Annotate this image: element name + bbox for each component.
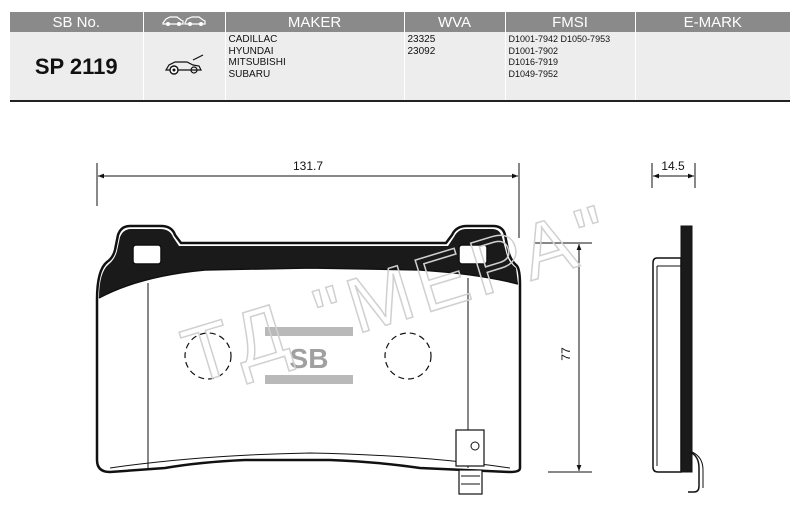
mounting-hole-right — [458, 244, 488, 265]
maker-item: HYUNDAI — [228, 45, 274, 57]
shim-band — [99, 229, 518, 298]
spec-table: SB No. MAKER WVA FMSI E-MARK SP 2119 — [10, 12, 790, 102]
wva-list: 23325 23092 — [404, 32, 506, 102]
fmsi-item: D1016-7919 — [508, 57, 559, 67]
car-front-axle-icon — [164, 54, 204, 75]
header-row: SB No. MAKER WVA FMSI E-MARK — [10, 12, 790, 32]
vehicle-cell — [143, 32, 226, 102]
header-fmsi: FMSI — [505, 12, 636, 32]
sb-logo: SB — [265, 327, 353, 384]
two-cars-icon — [162, 16, 206, 26]
wva-item: 23325 — [407, 34, 436, 45]
fmsi-item: D1001-7902 — [508, 45, 559, 56]
width-dimension: 131.7 — [96, 159, 520, 238]
maker-item: SUBARU — [228, 68, 271, 80]
emark-cell — [635, 32, 790, 102]
maker-item: MITSUBISHI — [228, 57, 286, 68]
height-dimension: 77 — [534, 242, 592, 473]
piston-circle-right — [384, 332, 432, 380]
header-vehicle — [143, 12, 226, 32]
table-row: SP 2119 CADILLAC HYUNDAI MITSUBISHI SUBA… — [10, 32, 790, 102]
mounting-hole-left — [132, 244, 162, 265]
sb-number: SP 2119 — [10, 32, 144, 102]
fmsi-list: D1001-7942 D1050-7953 D1001-7902 D1016-7… — [505, 32, 636, 102]
height-dimension-label: 77 — [559, 347, 573, 361]
backing-plate — [95, 224, 522, 474]
header-emark: E-MARK — [635, 12, 790, 32]
maker-item: CADILLAC — [228, 34, 278, 45]
side-view: 14.5 — [651, 159, 704, 493]
thickness-dimension-label: 14.5 — [661, 159, 685, 173]
header-maker: MAKER — [225, 12, 405, 32]
width-dimension-label: 131.7 — [293, 159, 323, 173]
sb-logo-text: SB — [290, 343, 329, 374]
maker-list: CADILLAC HYUNDAI MITSUBISHI SUBARU — [225, 32, 405, 102]
wva-item: 23092 — [407, 45, 436, 57]
header-sb-no: SB No. — [10, 12, 144, 32]
piston-circle-left — [184, 332, 232, 380]
wear-sensor-clip — [455, 429, 485, 495]
header-wva: WVA — [404, 12, 506, 32]
fmsi-item: D1001-7942 D1050-7953 — [508, 34, 611, 44]
fmsi-item: D1049-7952 — [508, 68, 559, 79]
